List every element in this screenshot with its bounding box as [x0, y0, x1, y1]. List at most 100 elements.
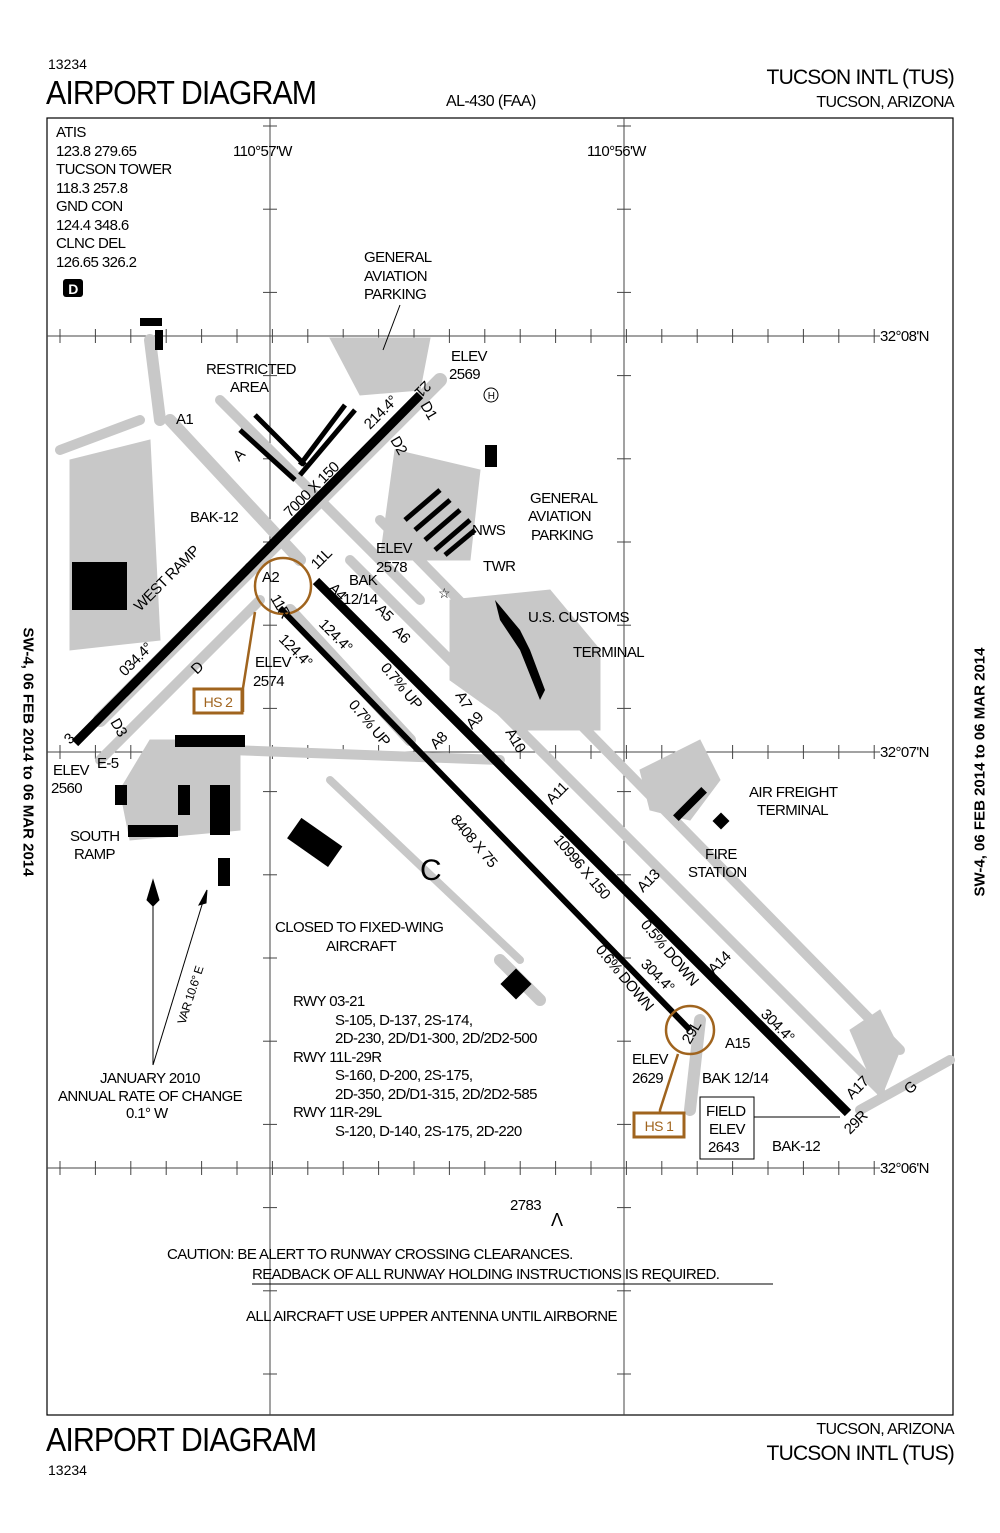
tower-label: TWR — [483, 558, 516, 575]
map-labels: GENERAL AVIATION PARKING RESTRICTED AREA… — [51, 249, 838, 1230]
taxiway-label: A7 — [452, 689, 475, 713]
hotspot-1-circle — [664, 1004, 716, 1056]
strength-line: S-120, D-140, 2S-175, 2D-220 — [335, 1123, 522, 1140]
taxiway-label: A15 — [725, 1035, 750, 1052]
taxiway-label: E-5 — [97, 755, 119, 772]
ga-parking-label: GENERAL — [530, 490, 598, 507]
footer-location: TUCSON, ARIZONA — [816, 1421, 954, 1438]
strength-rwy: RWY 11R-29L — [293, 1104, 382, 1121]
strength-rwy: RWY 11L-29R — [293, 1049, 382, 1066]
taxiway-label: D1 — [417, 399, 441, 423]
elev-label: ELEV — [632, 1051, 669, 1068]
elev-label: 2560 — [51, 780, 82, 797]
freq-name: CLNC DEL — [56, 235, 126, 252]
terminal-label: TERMINAL — [573, 644, 644, 661]
elev-label: ELEV — [53, 762, 90, 779]
taxiway-label: A8 — [427, 729, 451, 753]
fire-station-label: FIRE — [705, 846, 737, 863]
strength-line: 2D-230, 2D/D1-300, 2D/2D2-500 — [335, 1030, 537, 1047]
taxiway-label: A1 — [176, 411, 193, 428]
chart-number: 13234 — [48, 56, 87, 72]
field-elev-label: FIELD — [706, 1103, 746, 1120]
obstacle-icon: Λ — [551, 1210, 563, 1230]
taxiway-label: D3 — [107, 716, 131, 740]
strength-line: S-105, D-137, 2S-174, — [335, 1012, 473, 1029]
class-d-badge — [63, 279, 83, 297]
arresting-gear-label: 12/14 — [343, 591, 378, 608]
runway-dims: 8408 X 75 — [447, 812, 501, 871]
runways — [71, 391, 852, 1117]
hotspot-1-label[interactable]: HS 1 — [645, 1118, 675, 1134]
heliport-icon: H — [488, 391, 495, 402]
ga-parking-label: GENERAL — [364, 249, 432, 266]
caution-note: READBACK OF ALL RUNWAY HOLDING INSTRUCTI… — [252, 1266, 719, 1283]
lat-label: 32°07'N — [880, 744, 929, 761]
elev-label: ELEV — [451, 348, 488, 365]
antenna-note: ALL AIRCRAFT USE UPPER ANTENNA UNTIL AIR… — [246, 1308, 617, 1325]
lon-label: 110°57'W — [233, 143, 293, 160]
freq-value: 118.3 257.8 — [56, 180, 128, 197]
freq-name: ATIS — [56, 124, 86, 141]
arresting-gear-label: BAK — [349, 572, 378, 589]
restricted-area-label: RESTRICTED — [206, 361, 297, 378]
restricted-area-label: AREA — [230, 379, 269, 396]
strength-line: S-160, D-200, 2S-175, — [335, 1067, 473, 1084]
hotspot-2-label[interactable]: HS 2 — [204, 694, 234, 710]
magvar-label: ANNUAL RATE OF CHANGE — [58, 1088, 243, 1105]
closed-label: AIRCRAFT — [326, 938, 397, 955]
footer-chart-number: 13234 — [48, 1462, 87, 1478]
hotspot-2-circle — [253, 556, 313, 616]
hot-spots — [192, 556, 716, 1139]
elev-label: 2629 — [632, 1070, 663, 1087]
taxiway-label: A2 — [262, 569, 279, 586]
grid-ticks — [59, 125, 875, 1375]
arresting-gear-label: BAK-12 — [190, 509, 238, 526]
airspace-class: D — [68, 281, 78, 297]
footer-airport-name: TUCSON INTL (TUS) — [766, 1442, 955, 1465]
lon-label: 110°56'W — [587, 143, 647, 160]
arresting-gear-label: BAK 12/14 — [702, 1070, 769, 1087]
ga-parking-label: AVIATION — [364, 268, 427, 285]
elev-label: ELEV — [255, 654, 292, 671]
strength-line: 2D-350, 2D/D1-315, 2D/2D2-585 — [335, 1086, 537, 1103]
field-elev-label: ELEV — [709, 1121, 746, 1138]
runway-end-label: 11L — [308, 545, 336, 573]
runway-strength: RWY 03-21 S-105, D-137, 2S-174, 2D-230, … — [293, 993, 538, 1140]
elev-label: 2574 — [253, 673, 284, 690]
variation-label: VAR 10.6° E — [175, 964, 207, 1026]
freq-value: 124.4 348.6 — [56, 217, 129, 234]
obstacle-height: 2783 — [510, 1197, 541, 1214]
magvar-label: 0.1° W — [126, 1105, 169, 1122]
elev-label: ELEV — [376, 540, 413, 557]
procedure-id: AL-430 (FAA) — [446, 93, 536, 110]
lat-label: 32°08'N — [880, 328, 929, 345]
air-freight-label: TERMINAL — [757, 802, 828, 819]
tower-icon: ☆ — [438, 585, 450, 601]
ga-parking-label: PARKING — [531, 527, 593, 544]
south-ramp-label: RAMP — [74, 846, 116, 863]
notes: CAUTION: BE ALERT TO RUNWAY CROSSING CLE… — [167, 1246, 773, 1325]
freq-value: 126.65 326.2 — [56, 254, 137, 271]
page-title: AIRPORT DIAGRAM — [46, 74, 317, 111]
field-elev-box — [699, 1096, 755, 1160]
ga-parking-label: AVIATION — [528, 508, 591, 525]
airport-name: TUCSON INTL (TUS) — [766, 66, 955, 89]
nws-label: NWS — [472, 522, 506, 539]
runway-11R-29L — [277, 605, 693, 1033]
ga-hangars — [238, 403, 477, 557]
airport-location: TUCSON, ARIZONA — [816, 94, 954, 111]
closed-label: CLOSED TO FIXED-WING — [275, 919, 443, 936]
freq-name: TUCSON TOWER — [56, 161, 172, 178]
magvar-label: JANUARY 2010 — [100, 1070, 200, 1087]
arresting-gear-label: BAK-12 — [772, 1138, 820, 1155]
runway-11L-29R — [312, 577, 852, 1117]
freq-value: 123.8 279.65 — [56, 143, 137, 160]
freq-name: GND CON — [56, 198, 123, 215]
footer-title: AIRPORT DIAGRAM — [46, 1421, 317, 1458]
lat-label: 32°06'N — [880, 1160, 929, 1177]
taxiway-label: A — [230, 446, 249, 465]
elev-label: 2578 — [376, 559, 407, 576]
caution-note: CAUTION: BE ALERT TO RUNWAY CROSSING CLE… — [167, 1246, 573, 1263]
customs-label: U.S. CUSTOMS — [528, 609, 629, 626]
